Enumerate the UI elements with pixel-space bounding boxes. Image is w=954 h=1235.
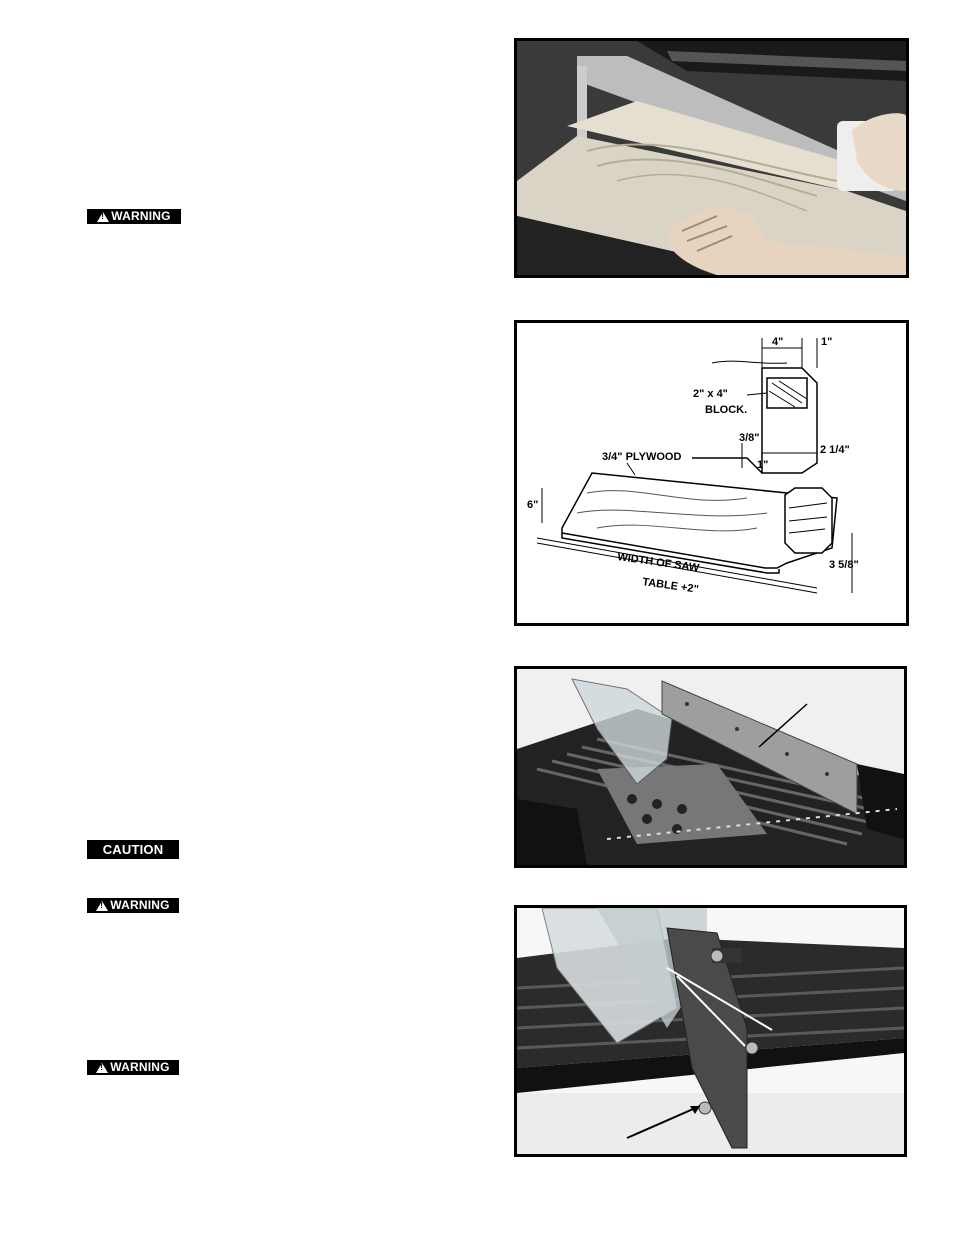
warning-label-3: WARNING: [87, 1060, 179, 1075]
photo-auxiliary-fence: [514, 666, 907, 868]
warning-triangle-icon: [96, 1063, 108, 1073]
auxiliary-fence-illustration: [517, 669, 904, 865]
dim-3-8-label: 3/8": [739, 432, 760, 444]
photo-guard-bracket: [514, 905, 907, 1157]
warning-triangle-icon: [96, 901, 108, 911]
diagram-push-board-dimensions: 4" 1" 2" x 4" BLOCK. 3/8" 2 1/4" 1" 3/4"…: [514, 320, 909, 626]
block-size-label: 2" x 4": [693, 388, 728, 400]
dim-6-label: 6": [527, 499, 538, 511]
block-label: BLOCK.: [705, 404, 747, 416]
warning-label-text: WARNING: [110, 1060, 169, 1075]
warning-label-2: WARNING: [87, 898, 179, 913]
guard-bracket-illustration: [517, 908, 904, 1154]
push-board-drawing: 4" 1" 2" x 4" BLOCK. 3/8" 2 1/4" 1" 3/4"…: [517, 323, 906, 623]
caution-label-text: CAUTION: [103, 840, 164, 859]
warning-label-text: WARNING: [111, 209, 170, 224]
plywood-label: 3/4" PLYWOOD: [602, 451, 681, 463]
dim-1-bottom-label: 1": [757, 459, 768, 471]
warning-triangle-icon: [97, 212, 109, 222]
dim-3-5-8-label: 3 5/8": [829, 559, 859, 571]
photo-push-board-illustration: [517, 41, 906, 275]
dim-1-top-label: 1": [821, 336, 832, 348]
dim-2-1-4-label: 2 1/4": [820, 444, 850, 456]
photo-push-board-on-saw: [514, 38, 909, 278]
warning-label-1: WARNING: [87, 209, 181, 224]
warning-label-text: WARNING: [110, 898, 169, 913]
dim-4-label: 4": [772, 336, 783, 348]
caution-label: CAUTION: [87, 840, 179, 859]
table-plus-2-label: TABLE +2": [642, 576, 700, 596]
